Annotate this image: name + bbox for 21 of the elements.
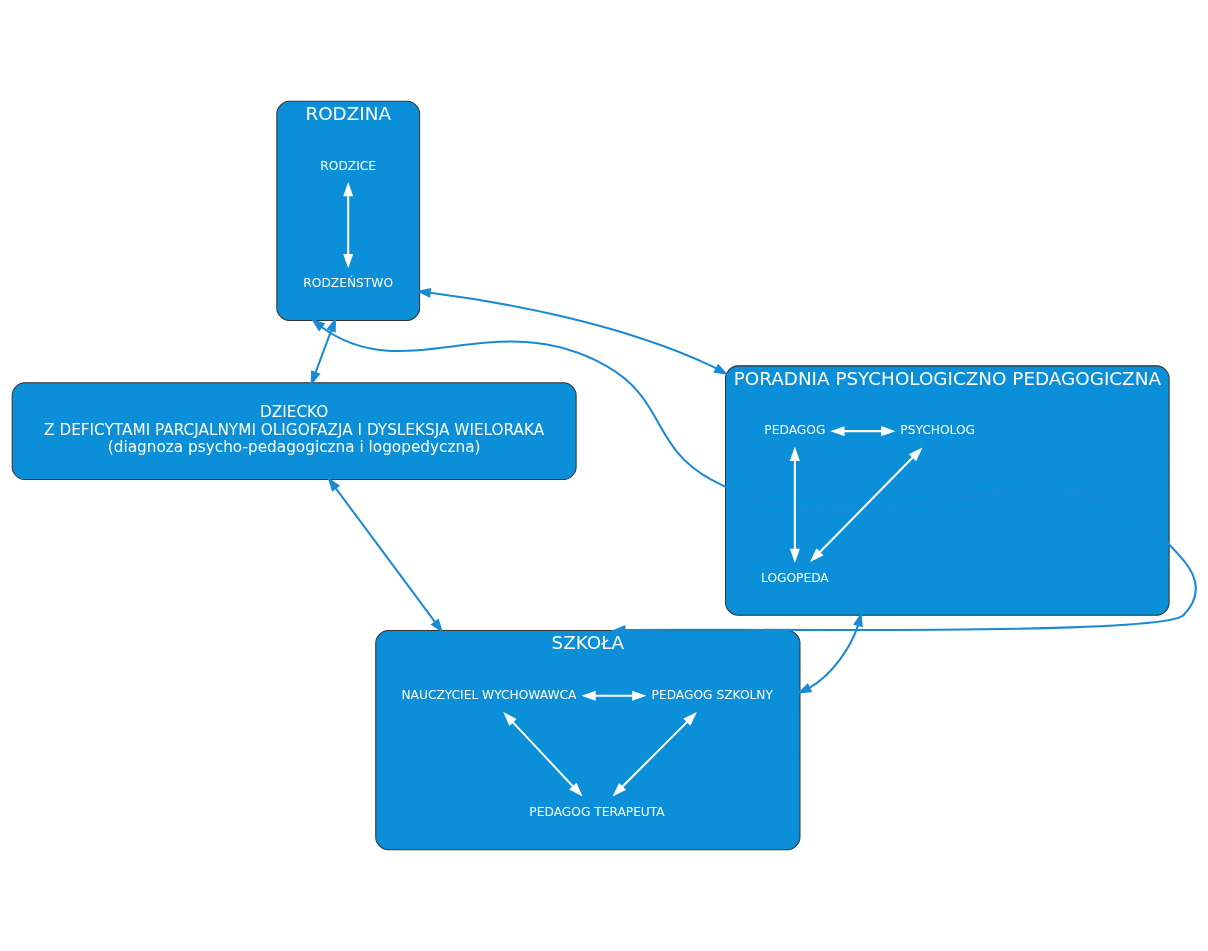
arrow bbox=[416, 287, 729, 375]
node-text: RODZICE bbox=[320, 158, 377, 173]
node-text: PEDAGOG TERAPEUTA bbox=[529, 805, 665, 820]
arrow bbox=[503, 712, 583, 797]
arrow bbox=[310, 317, 336, 386]
node-text: LOGOPEDA bbox=[761, 570, 829, 585]
node-text: PEDAGOG SZKOLNY bbox=[651, 687, 773, 702]
arrow bbox=[810, 447, 923, 563]
arrow bbox=[612, 712, 697, 797]
node-text: PEDAGOG bbox=[764, 423, 826, 438]
arrow bbox=[311, 318, 1196, 635]
node-text: PSYCHOLOG bbox=[900, 423, 975, 438]
node-text: NAUCZYCIEL WYCHOWAWCA bbox=[401, 687, 577, 702]
node-text: RODZEŃSTWO bbox=[303, 275, 394, 290]
node-box: DZIECKO Z DEFICYTAMI PARCJALNYMI OLIGOFAZJA I DYSLEKSJA WIELORAKA (diagnoza psycho-pedagogiczna i logopedyczna) bbox=[11, 382, 577, 481]
arrow bbox=[797, 612, 863, 694]
arrow bbox=[789, 446, 800, 563]
arrow bbox=[830, 426, 896, 437]
arrow bbox=[343, 181, 354, 269]
arrow bbox=[581, 690, 647, 701]
arrow bbox=[327, 477, 444, 633]
